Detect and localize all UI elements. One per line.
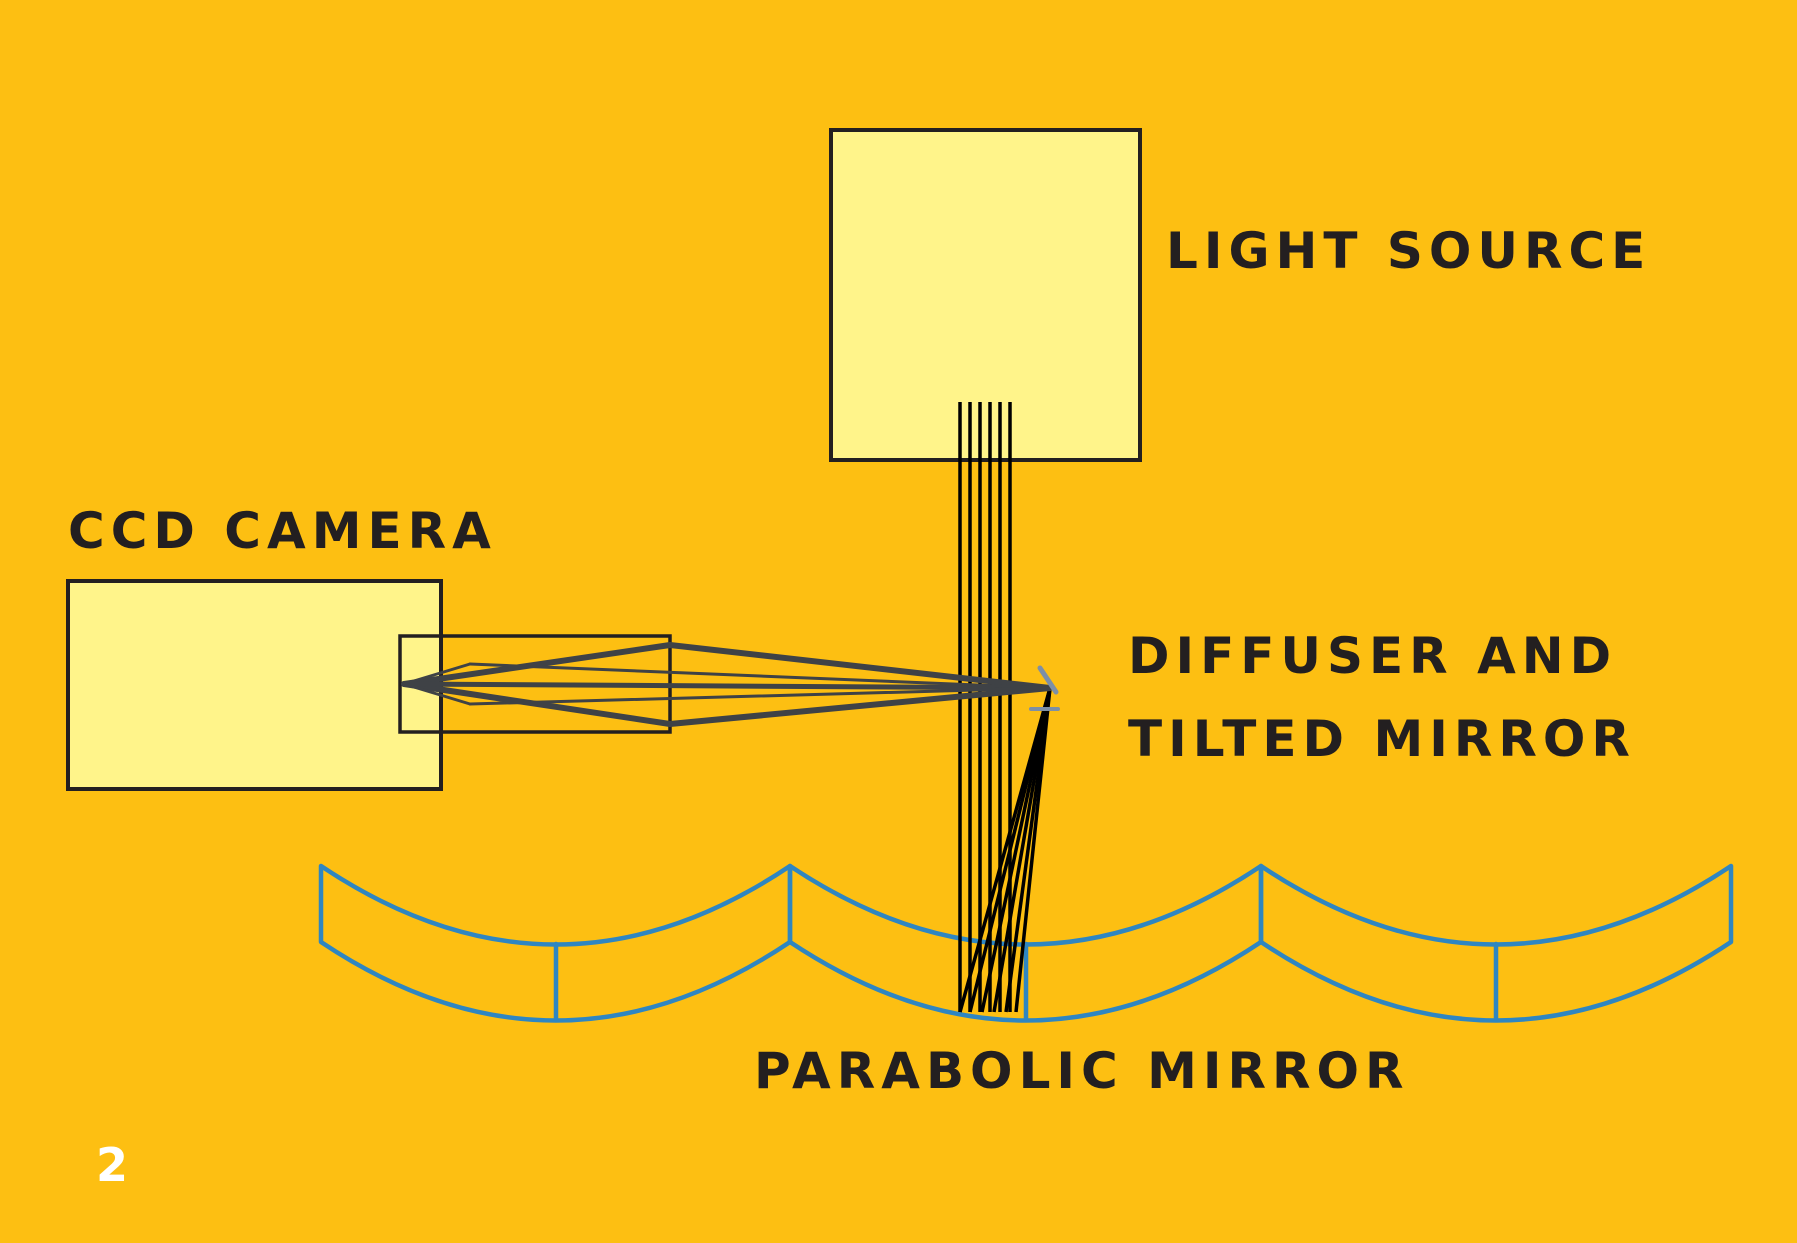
ccd-camera-body <box>66 579 443 791</box>
tilted-mirror-face <box>1037 665 1059 695</box>
camera-beam <box>401 681 673 727</box>
reflected-ray <box>992 687 1052 1013</box>
reflected-rays <box>958 687 1052 1013</box>
page-number: 2 <box>96 1138 129 1192</box>
diffuser-label-line2: TILTED MIRROR <box>1128 710 1636 768</box>
ccd-camera-label: CCD CAMERA <box>68 502 497 560</box>
light-source-label: LIGHT SOURCE <box>1166 222 1652 280</box>
camera-beam <box>667 685 1053 727</box>
camera-beam <box>402 662 472 686</box>
camera-beam <box>401 642 673 687</box>
reflected-ray <box>980 687 1052 1013</box>
camera-beams <box>401 642 1053 727</box>
camera-beam <box>667 642 1053 691</box>
camera-beam <box>468 686 1052 706</box>
light-source-box <box>829 128 1142 462</box>
camera-beam <box>468 662 1052 690</box>
reflected-ray <box>968 687 1052 1013</box>
tilted-mirror <box>1029 665 1060 711</box>
parabolic-mirror <box>318 863 1734 1023</box>
parabolic-mirror-label: PARABOLIC MIRROR <box>754 1042 1410 1100</box>
reflected-ray <box>1014 687 1052 1013</box>
mirror-segment-3 <box>1258 863 1734 1023</box>
camera-beam <box>401 681 1053 691</box>
camera-beam <box>402 682 472 706</box>
diffuser-label-line1: DIFFUSER AND <box>1128 627 1618 685</box>
